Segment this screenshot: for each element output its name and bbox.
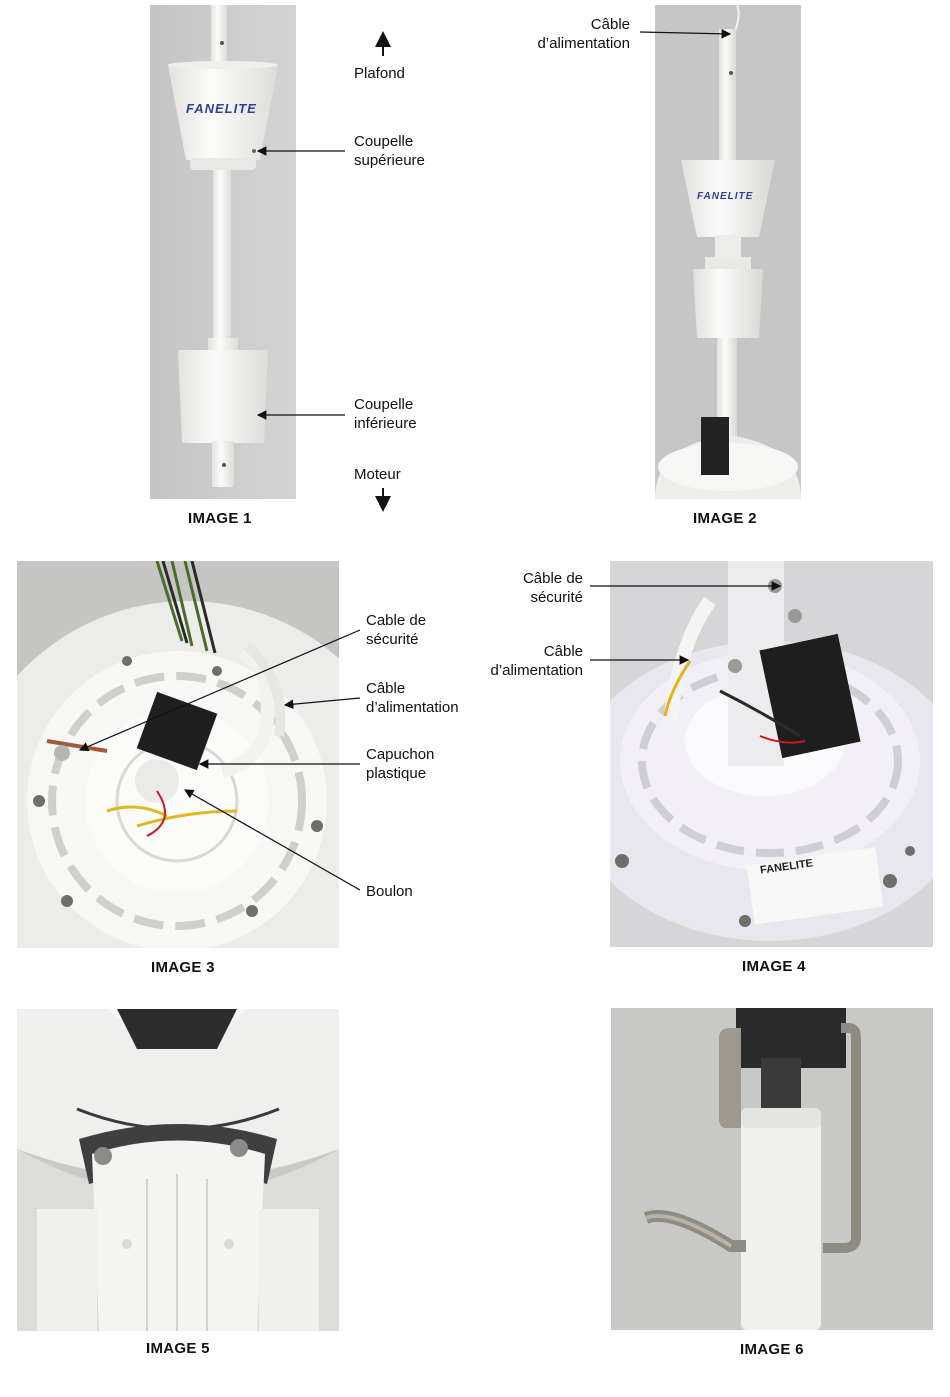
image6-photo: [611, 1008, 933, 1330]
label-moteur: Moteur: [354, 465, 401, 484]
label-moteur-text: Moteur: [354, 466, 401, 483]
image2-photo: FANELITE: [655, 5, 801, 499]
label-coupelle-inferieure-line1: Coupelle: [354, 395, 417, 414]
label-cable-alimentation-3: Câble d’alimentation: [366, 679, 459, 717]
caption-image-1: IMAGE 1: [188, 510, 252, 527]
label-cable-securite: Cable de sécurité: [366, 611, 426, 649]
label-cable-alimentation: Câble d’alimentation: [480, 15, 630, 53]
label-cable-alimentation-3-line2: d’alimentation: [366, 698, 459, 717]
label-capuchon-plastique-line2: plastique: [366, 764, 434, 783]
label-capuchon-plastique: Capuchon plastique: [366, 745, 434, 783]
label-cable-alimentation-4-line2: d’alimentation: [460, 661, 583, 680]
label-cable-securite-4-line1: Câble de: [460, 569, 583, 588]
fanelite-logo: FANELITE: [186, 101, 257, 116]
label-plafond-text: Plafond: [354, 65, 405, 82]
label-capuchon-plastique-line1: Capuchon: [366, 745, 434, 764]
label-coupelle-superieure-line2: supérieure: [354, 151, 425, 170]
image3-photo: [17, 561, 339, 948]
label-cable-securite-line1: Cable de: [366, 611, 426, 630]
caption-image-3: IMAGE 3: [151, 959, 215, 976]
label-coupelle-superieure-line1: Coupelle: [354, 132, 425, 151]
motor-bracket-illustration: [17, 1009, 339, 1331]
caption-image-5: IMAGE 5: [146, 1340, 210, 1357]
caption-image-2: IMAGE 2: [693, 510, 757, 527]
label-cable-securite-line2: sécurité: [366, 630, 426, 649]
label-coupelle-inferieure-line2: inférieure: [354, 414, 417, 433]
label-coupelle-superieure: Coupelle supérieure: [354, 132, 425, 170]
motor-wiring-top-view-illustration: [17, 561, 339, 948]
safety-pin-illustration: [611, 1008, 933, 1330]
label-cable-alimentation-line1: Câble: [480, 15, 630, 34]
label-plafond: Plafond: [354, 64, 405, 83]
label-cable-alimentation-3-line1: Câble: [366, 679, 459, 698]
label-boulon-text: Boulon: [366, 883, 413, 900]
caption-image-6: IMAGE 6: [740, 1341, 804, 1358]
downrod-assembly-illustration: [150, 5, 296, 499]
label-cable-securite-4: Câble de sécurité: [460, 569, 583, 607]
image4-photo: FANELITE: [610, 561, 933, 947]
label-coupelle-inferieure: Coupelle inférieure: [354, 395, 417, 433]
label-cable-alimentation-line2: d’alimentation: [480, 34, 630, 53]
label-cable-securite-4-line2: sécurité: [460, 588, 583, 607]
label-cable-alimentation-4: Câble d’alimentation: [460, 642, 583, 680]
motor-wiring-side-view-illustration: [610, 561, 933, 947]
image5-photo: [17, 1009, 339, 1331]
downrod-on-motor-illustration: [655, 5, 801, 499]
fanelite-logo: FANELITE: [697, 191, 753, 202]
label-cable-alimentation-4-line1: Câble: [460, 642, 583, 661]
image1-photo: FANELITE: [150, 5, 296, 499]
label-boulon: Boulon: [366, 882, 413, 901]
caption-image-4: IMAGE 4: [742, 958, 806, 975]
